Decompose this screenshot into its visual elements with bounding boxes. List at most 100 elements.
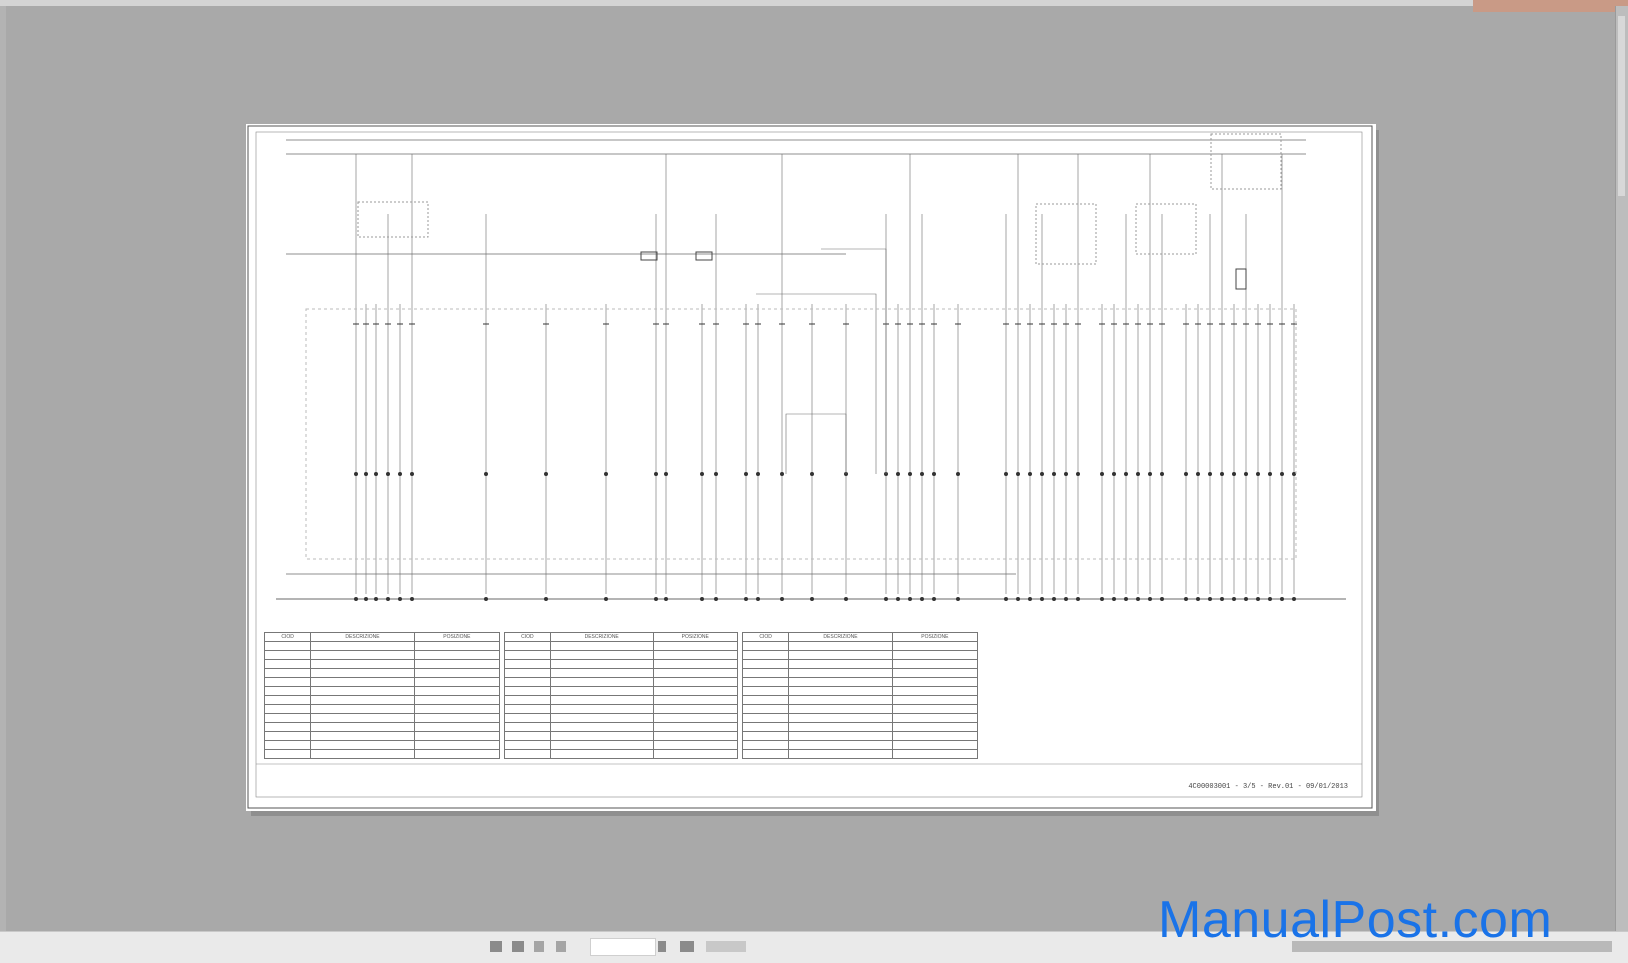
title-block: 4C00003001 - 3/5 - Rev.01 - 09/01/2013 <box>1188 783 1348 791</box>
terminal-point <box>364 597 368 601</box>
connector-pin <box>1052 472 1056 476</box>
connector-pin <box>1196 472 1200 476</box>
terminal-point <box>1076 597 1080 601</box>
terminal-point <box>844 597 848 601</box>
terminal-point <box>1160 597 1164 601</box>
connector-pin <box>1232 472 1236 476</box>
terminal-point <box>1292 597 1296 601</box>
page-border <box>247 125 1373 809</box>
relay-coil <box>640 251 658 261</box>
connector-pin <box>780 472 784 476</box>
terminal-point <box>1232 597 1236 601</box>
terminal-point <box>1124 597 1128 601</box>
terminal-point <box>1220 597 1224 601</box>
legend-header-code: CIOD <box>263 632 312 642</box>
wire-loop <box>785 413 847 474</box>
connector-box <box>1035 203 1097 265</box>
connector-pin <box>1136 472 1140 476</box>
next-page-button[interactable] <box>658 941 666 952</box>
zoom-out-button[interactable] <box>534 941 544 952</box>
connector-pin <box>386 472 390 476</box>
terminal-point <box>908 597 912 601</box>
terminal-point <box>920 597 924 601</box>
scrollbar-thumb[interactable] <box>1618 16 1625 196</box>
connector-pin <box>908 472 912 476</box>
terminal-point <box>604 597 608 601</box>
first-page-button[interactable] <box>490 941 502 952</box>
terminal-point <box>1040 597 1044 601</box>
window-corner-accent <box>1473 0 1628 12</box>
terminal-point <box>1112 597 1116 601</box>
terminal-point <box>544 597 548 601</box>
terminal-point <box>398 597 402 601</box>
connector-box <box>357 201 429 238</box>
terminal-point <box>386 597 390 601</box>
connector-pin <box>1124 472 1128 476</box>
connector-pin <box>920 472 924 476</box>
view-mode-button[interactable] <box>706 941 746 952</box>
connector-pin <box>714 472 718 476</box>
terminal-point <box>810 597 814 601</box>
vertical-scrollbar[interactable] <box>1615 6 1628 931</box>
connector-pin <box>1148 472 1152 476</box>
terminal-point <box>744 597 748 601</box>
right-toolbar-controls[interactable] <box>1292 941 1612 952</box>
connector-pin <box>932 472 936 476</box>
terminal-point <box>1148 597 1152 601</box>
viewer-toolbar <box>0 931 1628 963</box>
terminal-point <box>654 597 658 601</box>
connector-pin <box>1004 472 1008 476</box>
previous-page-button[interactable] <box>512 941 524 952</box>
connector-box <box>1135 203 1197 255</box>
connector-pin <box>1268 472 1272 476</box>
connector-pin <box>1280 472 1284 476</box>
legend-header-position: POSIZIONE <box>413 632 501 642</box>
connector-pin <box>756 472 760 476</box>
connector-pin <box>1028 472 1032 476</box>
connector-pin <box>544 472 548 476</box>
connector-pin <box>604 472 608 476</box>
connector-pin <box>896 472 900 476</box>
connector-pin <box>1256 472 1260 476</box>
connector-pin <box>664 472 668 476</box>
connector-pin <box>1064 472 1068 476</box>
window-top-bar <box>0 0 1628 12</box>
connector-pin <box>364 472 368 476</box>
terminal-point <box>714 597 718 601</box>
connector-pin <box>1016 472 1020 476</box>
connector-pin <box>700 472 704 476</box>
page-number-input[interactable] <box>590 938 656 956</box>
connector-pin <box>956 472 960 476</box>
terminal-point <box>896 597 900 601</box>
terminal-point <box>354 597 358 601</box>
connector-pin <box>1184 472 1188 476</box>
watermark-text: ManualPost.com <box>1158 891 1553 949</box>
terminal-point <box>932 597 936 601</box>
connector-pin <box>744 472 748 476</box>
terminal-point <box>410 597 414 601</box>
last-page-button[interactable] <box>680 941 694 952</box>
terminal-point <box>1280 597 1284 601</box>
terminal-point <box>664 597 668 601</box>
terminal-point <box>1028 597 1032 601</box>
terminal-point <box>1016 597 1020 601</box>
connector-pin <box>354 472 358 476</box>
terminal-point <box>756 597 760 601</box>
dashed-area <box>305 308 1297 560</box>
left-side-panel <box>0 6 6 931</box>
connector-pin <box>1076 472 1080 476</box>
connector-pin <box>398 472 402 476</box>
wire-arrow <box>821 248 887 474</box>
terminal-point <box>1256 597 1260 601</box>
electrical-schematic <box>247 125 1373 809</box>
connector-pin <box>1244 472 1248 476</box>
connector-pin <box>410 472 414 476</box>
terminal-point <box>780 597 784 601</box>
terminal-point <box>374 597 378 601</box>
connector-pin <box>1220 472 1224 476</box>
zoom-in-button[interactable] <box>556 941 566 952</box>
wire-loop <box>756 293 877 474</box>
